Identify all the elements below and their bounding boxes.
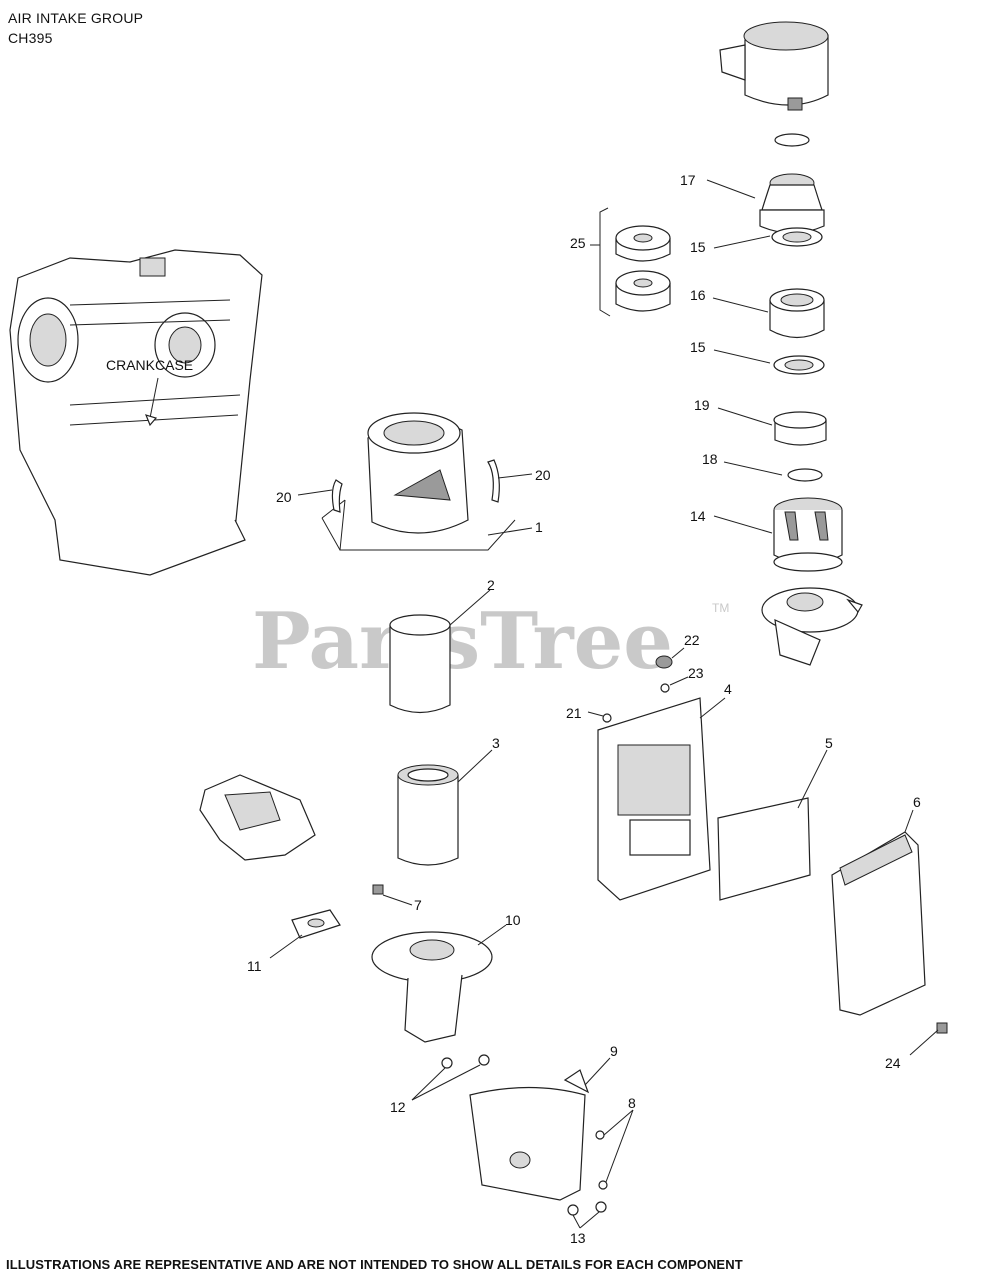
callout-5: 5 [825, 735, 833, 751]
callout-crankcase: CRANKCASE [106, 357, 193, 373]
part-13-nut-a[interactable] [567, 1204, 579, 1216]
bracket-25 [599, 207, 611, 317]
leader-10 [477, 924, 507, 946]
part-6-cover[interactable] [831, 831, 926, 1016]
leader-12a [411, 1067, 446, 1101]
leader-5 [797, 749, 828, 809]
leader-19 [717, 407, 773, 426]
callout-15b: 15 [690, 339, 706, 355]
callout-22: 22 [684, 632, 700, 648]
callout-11: 11 [247, 958, 262, 974]
leader-12b [411, 1064, 481, 1101]
part-17-housing[interactable] [759, 173, 825, 234]
leader-11 [269, 934, 303, 959]
callout-2: 2 [487, 577, 495, 593]
leader-4 [699, 697, 726, 719]
part-9-cover[interactable] [469, 1069, 590, 1201]
leader-17 [706, 179, 756, 199]
leader-crankcase [149, 377, 159, 419]
callout-7: 7 [414, 897, 422, 913]
part-8-screw-b[interactable] [598, 1180, 608, 1190]
part-5-filter-panel[interactable] [717, 797, 811, 901]
leader-15b [713, 349, 771, 364]
leader-21 [587, 711, 604, 717]
leader-18 [723, 461, 783, 476]
crankcase[interactable] [9, 249, 263, 576]
precleaner-base[interactable] [761, 587, 863, 666]
callout-1: 1 [535, 519, 543, 535]
part-19-band[interactable] [773, 411, 827, 446]
callout-21: 21 [566, 705, 582, 721]
part-8-screw-a[interactable] [595, 1130, 605, 1140]
exploded-parts-diagram: PartsTree TM 17 25 15 16 [9, 21, 948, 1246]
leader-16 [712, 297, 769, 313]
callout-6: 6 [913, 794, 921, 810]
watermark-tm: TM [712, 601, 729, 615]
part-25-spacer-lower[interactable] [615, 270, 671, 312]
part-22-grommet[interactable] [655, 655, 673, 669]
part-12-nut-a[interactable] [441, 1057, 453, 1069]
leader-7 [382, 894, 413, 906]
callout-8: 8 [628, 1095, 636, 1111]
callout-17: 17 [680, 172, 696, 188]
part-20-clip-left[interactable] [331, 479, 343, 513]
leader-2 [449, 589, 491, 626]
top-o-ring[interactable] [774, 133, 810, 147]
leader-20a [297, 489, 333, 496]
part-23-washer[interactable] [660, 683, 670, 693]
disclaimer-footer: ILLUSTRATIONS ARE REPRESENTATIVE AND ARE… [6, 1257, 743, 1272]
part-18-o-ring[interactable] [787, 468, 823, 482]
leader-1 [487, 527, 533, 536]
leader-9 [584, 1057, 611, 1086]
callout-24: 24 [885, 1055, 901, 1071]
watermark: PartsTree [252, 596, 673, 687]
part-12-nut-b[interactable] [478, 1054, 490, 1066]
part-2-element-wrap[interactable] [389, 614, 451, 714]
callout-16: 16 [690, 287, 706, 303]
leader-23 [669, 676, 689, 686]
part-16-spacer[interactable] [769, 288, 825, 339]
top-cover-cap[interactable] [719, 21, 829, 111]
callout-12: 12 [390, 1099, 406, 1115]
leader-6 [904, 809, 914, 833]
callout-10: 10 [505, 912, 521, 928]
part-13-nut-b[interactable] [595, 1201, 607, 1213]
leader-8b [605, 1109, 634, 1183]
part-14-precleaner[interactable] [773, 497, 843, 572]
diagram-title: AIR INTAKE GROUP [8, 10, 144, 26]
part-25-spacer-upper[interactable] [615, 225, 671, 262]
part-3-air-filter[interactable] [397, 764, 459, 866]
leader-13b [579, 1211, 600, 1229]
callout-20a: 20 [276, 489, 292, 505]
callout-23: 23 [688, 665, 704, 681]
callout-20b: 20 [535, 467, 551, 483]
part-10-base-plate[interactable] [371, 931, 493, 1043]
callout-13: 13 [570, 1230, 586, 1246]
leader-8a [603, 1109, 634, 1136]
part-21-screw[interactable] [602, 713, 612, 723]
callout-14: 14 [690, 508, 706, 524]
part-11-gasket[interactable] [291, 909, 341, 939]
callout-9: 9 [610, 1043, 618, 1059]
carburetor[interactable] [199, 774, 316, 861]
leader-3 [457, 749, 493, 783]
leader-20b [497, 473, 533, 479]
leader-13a [572, 1214, 581, 1229]
callout-4: 4 [724, 681, 732, 697]
leader-15a [713, 235, 771, 249]
part-24-screw[interactable] [936, 1022, 948, 1034]
callout-19: 19 [694, 397, 710, 413]
callout-15a: 15 [690, 239, 706, 255]
leader-22 [671, 647, 685, 659]
callout-3: 3 [492, 735, 500, 751]
callout-25: 25 [570, 235, 586, 251]
leader-14 [713, 515, 773, 534]
engine-model: CH395 [8, 30, 53, 46]
callout-18: 18 [702, 451, 718, 467]
part-4-housing[interactable] [597, 697, 711, 901]
part-1-air-cleaner-base[interactable] [367, 412, 469, 534]
part-20-clip-right[interactable] [487, 459, 500, 503]
part-7-bolt[interactable] [372, 884, 384, 895]
leader-24 [909, 1029, 939, 1056]
